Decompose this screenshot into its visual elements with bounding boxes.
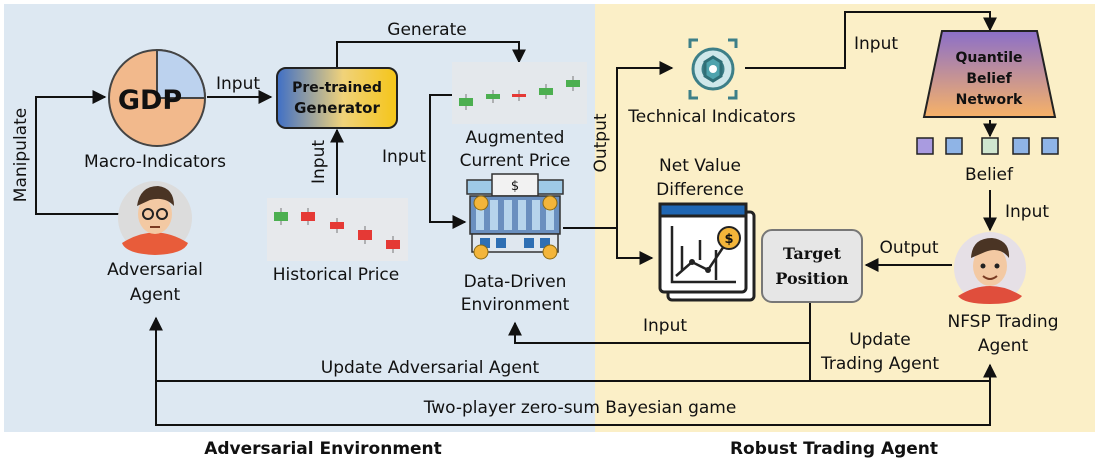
- svg-text:$: $: [511, 179, 519, 194]
- generator-label-2: Generator: [294, 99, 380, 117]
- edge-generate: [336, 41, 526, 67]
- historical-price-chart: [267, 198, 408, 261]
- edge-game: [155, 381, 991, 426]
- candle-body: [539, 88, 553, 95]
- edge-output-tech: [616, 61, 674, 258]
- candle-body: [486, 94, 500, 99]
- update-adversarial-label: Update Adversarial Agent: [321, 358, 540, 378]
- edge-output-netvalue: [616, 228, 654, 265]
- candle-body: [274, 212, 288, 221]
- candle-body: [386, 240, 400, 249]
- gear-chip-icon: [688, 38, 738, 100]
- qbn-label-1: Quantile: [955, 50, 1022, 66]
- macro-indicators-label: Macro-Indicators: [84, 152, 226, 172]
- qbn-label-3: Network: [956, 92, 1023, 108]
- edge-manipulate: [35, 90, 120, 215]
- candle-body: [301, 212, 315, 221]
- augmented-label-1: Augmented: [466, 128, 565, 148]
- net-value-label-2: Difference: [656, 180, 744, 200]
- input-belief-label: Input: [1005, 202, 1049, 222]
- generator-label-1: Pre-trained: [292, 80, 382, 96]
- environment-label-2: Environment: [461, 295, 570, 315]
- historical-price-label: Historical Price: [273, 265, 400, 285]
- output-agent-label: Output: [879, 238, 938, 258]
- target-label-1: Target: [783, 244, 842, 263]
- generate-label: Generate: [387, 20, 466, 40]
- target-position-box: Target Position: [761, 229, 863, 303]
- augmented-label-2: Current Price: [460, 151, 571, 171]
- candle-body: [512, 94, 526, 97]
- edge-update-trading: [809, 343, 997, 382]
- qbn-label-2: Belief: [966, 71, 1012, 87]
- update-trading-label-1: Update: [849, 330, 911, 350]
- augmented-price-chart: [452, 62, 587, 124]
- manipulate-label: Manipulate: [11, 108, 31, 202]
- environment-label-1: Data-Driven: [464, 272, 567, 292]
- nfsp-label-1: NFSP Trading: [947, 312, 1058, 332]
- quantile-belief-network: Quantile Belief Network: [922, 30, 1057, 118]
- game-label: Two-player zero-sum Bayesian game: [423, 398, 737, 418]
- adversarial-agent-label-2: Agent: [130, 285, 181, 305]
- input-history-label: Input: [309, 140, 329, 184]
- edge-tech-qbn: [745, 11, 997, 69]
- gdp-label: GDP: [118, 85, 182, 116]
- candle-body: [566, 80, 580, 87]
- pie-chart-icon: GDP: [108, 48, 207, 147]
- person-glasses-avatar-icon: [118, 181, 192, 255]
- input-tech-label: Input: [854, 34, 898, 54]
- exchange-building-icon: $: [466, 173, 564, 260]
- target-label-2: Position: [775, 269, 849, 288]
- generator-box: Pre-trained Generator: [276, 67, 398, 129]
- edge-augmented-env: [429, 94, 467, 229]
- technical-indicators-label: Technical Indicators: [627, 107, 796, 127]
- nfsp-label-2: Agent: [978, 336, 1029, 356]
- update-trading-label-2: Trading Agent: [820, 354, 939, 374]
- output-env-label: Output: [591, 113, 611, 172]
- svg-text:$: $: [724, 232, 733, 247]
- input-gdp-label: Input: [216, 74, 260, 94]
- adversarial-environment-caption: Adversarial Environment: [204, 439, 442, 459]
- adversarial-agent-label-1: Adversarial: [107, 260, 203, 280]
- belief-label: Belief: [965, 165, 1014, 185]
- candle-body: [358, 230, 372, 240]
- person-avatar-icon: [954, 232, 1026, 304]
- input-augmented-label: Input: [382, 147, 426, 167]
- robust-trading-agent-caption: Robust Trading Agent: [730, 439, 938, 459]
- input-target-label: Input: [643, 316, 687, 336]
- edge-target-env: [508, 302, 811, 344]
- net-value-label-1: Net Value: [659, 156, 741, 176]
- candle-body: [330, 222, 344, 229]
- belief-vector: [916, 137, 1059, 155]
- chart-dollar-document-icon: $: [658, 202, 756, 302]
- candle-body: [459, 98, 473, 106]
